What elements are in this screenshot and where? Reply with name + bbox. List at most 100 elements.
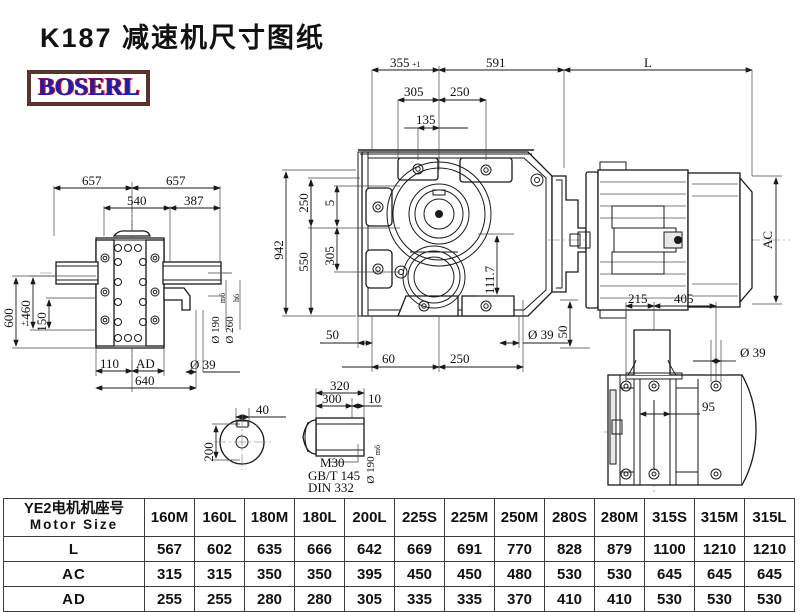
header-size-12: 315L [744, 498, 795, 537]
cell-AC-12: 645 [744, 561, 795, 587]
side-view-dimensions: 657 657 540 387 600 +1 460 150 [1, 173, 241, 392]
header-size-4: 200L [344, 498, 395, 537]
cell-AC-10: 645 [644, 561, 695, 587]
cell-L-12: 1210 [744, 536, 795, 562]
dim-305-left: 305 [322, 246, 337, 266]
cell-L-5: 669 [394, 536, 445, 562]
thread-M30: M30 [320, 455, 345, 470]
dim-111-7: 111.7 [482, 265, 497, 294]
dim-AD: AD [136, 356, 155, 371]
cell-AD-8: 410 [544, 586, 595, 612]
dim-dia260-tol-side: h6 [232, 294, 241, 302]
dim-110: 110 [100, 356, 119, 371]
header-size-10: 315S [644, 498, 695, 537]
cell-AC-3: 350 [294, 561, 345, 587]
cell-L-7: 770 [494, 536, 545, 562]
cell-L-10: 1100 [644, 536, 695, 562]
dim-200: 200 [201, 442, 216, 462]
dim-dia190-side: Ø 190 [210, 316, 222, 344]
end-view [604, 329, 757, 492]
dim-dia260-side: Ø 260 [224, 316, 236, 344]
cell-AD-1: 255 [194, 586, 245, 612]
cell-AC-4: 395 [344, 561, 395, 587]
shaft-side-detail: 320 300 10 M30 GB/T 145 DIN 332 Ø 190 m6 [302, 378, 382, 495]
dim-L-top: L [644, 55, 652, 70]
end-view-dimensions: 215 405 Ø 39 95 [625, 291, 766, 417]
cell-AD-10: 530 [644, 586, 695, 612]
dim-657-right: 657 [166, 173, 186, 188]
dim-dia39-main: Ø 39 [528, 327, 554, 342]
main-view-top-dimensions: 355 +1 591 L 305 250 135 [371, 55, 753, 176]
dim-dia190-tol-side: m6 [218, 293, 227, 303]
row-label-AD: AD [3, 586, 145, 612]
main-view-ac-dimension: AC [752, 175, 782, 305]
header-motor-size-cn: YE2电机机座号 [24, 501, 124, 518]
header-motor-size: YE2电机机座号 Motor Size [3, 498, 145, 537]
cell-AD-0: 255 [144, 586, 195, 612]
cell-L-9: 879 [594, 536, 645, 562]
dim-50-bottom-right: 50 [555, 326, 570, 339]
dim-405: 405 [674, 291, 694, 306]
cell-AD-6: 335 [444, 586, 495, 612]
dim-640: 640 [135, 373, 155, 388]
cell-AD-7: 370 [494, 586, 545, 612]
row-label-AC: AC [3, 561, 145, 587]
dim-50-bottom-left: 50 [326, 327, 339, 342]
svg-text:+1: +1 [21, 319, 30, 328]
dim-550: 550 [296, 252, 311, 272]
cell-L-2: 635 [244, 536, 295, 562]
table-header-row: YE2电机机座号 Motor Size 160M 160L 180M 180L … [3, 498, 795, 537]
dim-60: 60 [382, 351, 395, 366]
main-view-left-dimensions: 942 550 250 5 305 [271, 169, 400, 317]
cell-AD-2: 280 [244, 586, 295, 612]
dim-600: 600 [1, 308, 16, 328]
dim-215: 215 [628, 291, 648, 306]
cell-AD-11: 530 [694, 586, 745, 612]
header-size-9: 280M [594, 498, 645, 537]
dim-dia39-end: Ø 39 [740, 345, 766, 360]
svg-text:+1: +1 [412, 60, 421, 69]
dim-10: 10 [368, 391, 381, 406]
header-size-1: 160L [194, 498, 245, 537]
cell-L-4: 642 [344, 536, 395, 562]
cell-L-0: 567 [144, 536, 195, 562]
logo-text: BOSERL [38, 74, 140, 101]
main-view-bottom-dimensions: 50 60 250 Ø 39 50 111.7 [320, 233, 590, 372]
dim-AC: AC [760, 231, 775, 249]
dim-135: 135 [416, 112, 436, 127]
header-size-3: 180L [294, 498, 345, 537]
cell-AD-3: 280 [294, 586, 345, 612]
dim-dia39-side: Ø 39 [190, 357, 216, 372]
cell-L-8: 828 [544, 536, 595, 562]
cell-L-1: 602 [194, 536, 245, 562]
shaft-end-detail: 40 200 [201, 402, 286, 470]
header-size-8: 280S [544, 498, 595, 537]
dim-250-left: 250 [296, 193, 311, 213]
header-size-2: 180M [244, 498, 295, 537]
cell-L-3: 666 [294, 536, 345, 562]
cell-AC-5: 450 [394, 561, 445, 587]
dim-150: 150 [34, 312, 49, 332]
page-title: K187 减速机尺寸图纸 [40, 23, 326, 53]
cell-AD-5: 335 [394, 586, 445, 612]
side-view [40, 200, 230, 370]
cell-AD-4: 305 [344, 586, 395, 612]
cell-AC-6: 450 [444, 561, 495, 587]
dim-250-bottom: 250 [450, 351, 470, 366]
dim-540: 540 [127, 193, 147, 208]
header-size-7: 250M [494, 498, 545, 537]
cell-AC-1: 315 [194, 561, 245, 587]
header-size-11: 315M [694, 498, 745, 537]
table-row: L 567 602 635 666 642 669 691 770 828 87… [3, 536, 795, 562]
cell-AC-11: 645 [694, 561, 745, 587]
header-motor-size-en: Motor Size [29, 516, 119, 532]
dim-300: 300 [322, 391, 342, 406]
table-row: AD 255 255 280 280 305 335 335 370 410 4… [3, 586, 795, 612]
header-size-0: 160M [144, 498, 195, 537]
cell-AC-2: 350 [244, 561, 295, 587]
dim-95: 95 [702, 399, 715, 414]
row-label-L: L [3, 536, 145, 562]
dim-40: 40 [256, 402, 269, 417]
cell-L-11: 1210 [694, 536, 745, 562]
dim-591: 591 [486, 55, 506, 70]
